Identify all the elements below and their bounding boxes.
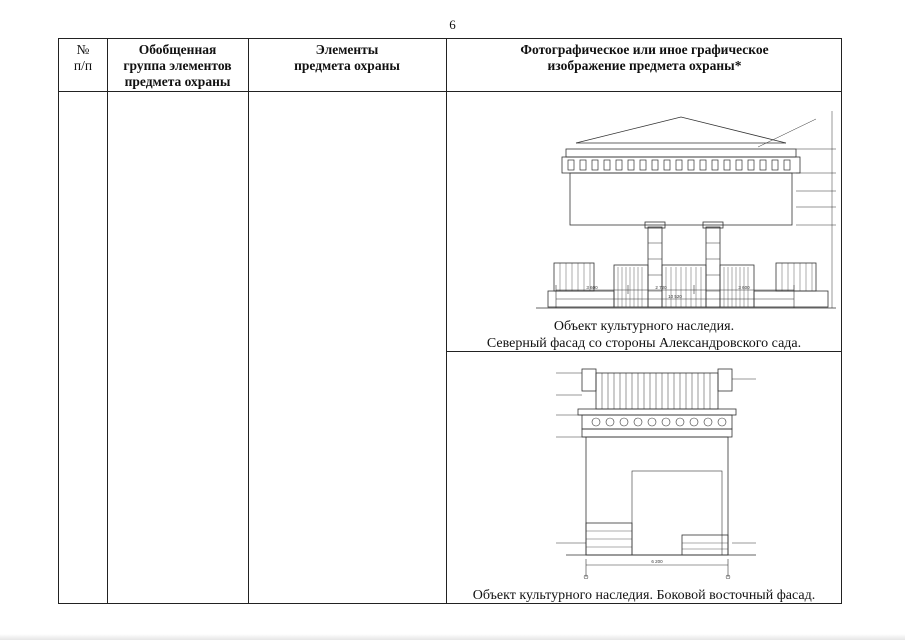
column-divider	[248, 39, 249, 603]
dimension-label: 3 600	[738, 285, 750, 290]
header-number: № п/п	[73, 42, 93, 73]
dimension-label: 3 600	[586, 285, 598, 290]
protection-table: № п/п Обобщенная группа элементов предме…	[58, 38, 842, 604]
dimension-label: 2 720	[655, 285, 667, 290]
header-element-group: Обобщенная группа элементов предмета охр…	[123, 42, 232, 89]
east-facade-caption: Объект культурного наследия. Боковой вос…	[472, 588, 816, 603]
header-elements: Элементы предмета охраны	[294, 42, 400, 73]
dimension-label: 10 520	[668, 294, 682, 299]
scan-edge	[0, 634, 905, 640]
north-facade-dimensions: 3 600 2 720 3 600 10 520	[555, 285, 795, 308]
east-facade-drawing: 6 200	[556, 368, 756, 579]
dimension-label: 6 200	[651, 559, 663, 564]
header-separator	[59, 91, 841, 92]
column-divider	[446, 39, 447, 603]
header-image: Фотографическое или иное графическое изо…	[520, 42, 769, 73]
north-facade-caption: Объект культурного наследия. Северный фа…	[486, 319, 802, 351]
drawing-separator	[446, 351, 841, 352]
page-number: 6	[449, 17, 456, 32]
column-divider	[107, 39, 108, 603]
north-facade-drawing	[536, 111, 836, 309]
